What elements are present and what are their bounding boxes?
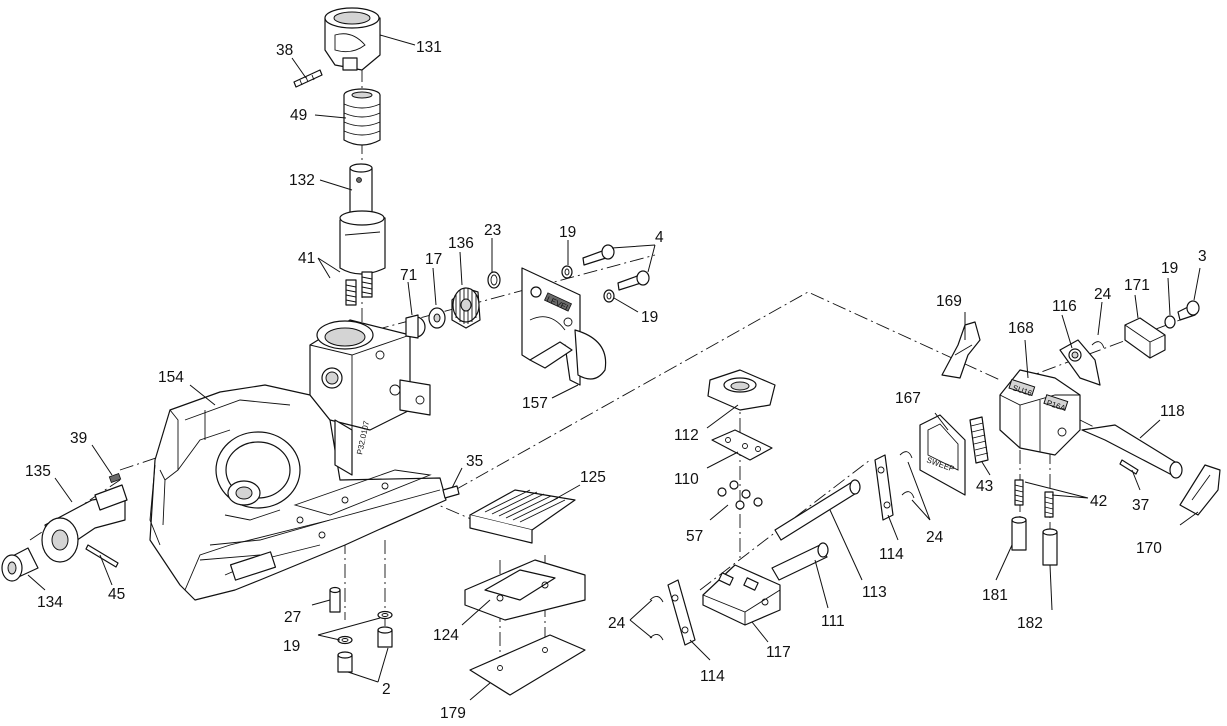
label-169: 169: [936, 293, 962, 310]
screws-2: [337, 626, 393, 673]
bracket-116: [1059, 339, 1101, 386]
label-19-lower: 19: [283, 638, 300, 655]
bushing-71: [405, 314, 426, 339]
washer-17: [428, 307, 446, 329]
label-118: 118: [1160, 403, 1185, 420]
springs-41: [345, 271, 373, 306]
label-111: 111: [821, 613, 845, 630]
roller-135: [41, 484, 128, 563]
label-182: 182: [1017, 615, 1043, 632]
label-19-right: 19: [1161, 260, 1178, 277]
part-number-labels: 131 38 49 132 41 71 17 136 23 19 4 19 15…: [25, 39, 1207, 722]
pin-45: [85, 544, 119, 568]
label-135: 135: [25, 463, 51, 480]
slide-124: [464, 559, 586, 621]
balls-57: [717, 480, 763, 510]
label-42: 42: [1090, 493, 1107, 510]
label-38: 38: [276, 42, 293, 59]
label-134: 134: [37, 594, 63, 611]
plate-114-lower: [667, 579, 696, 646]
pin-37: [1119, 459, 1139, 475]
block-171: [1124, 317, 1166, 359]
label-154: 154: [158, 369, 184, 386]
label-35: 35: [466, 453, 483, 470]
label-27: 27: [284, 609, 301, 626]
piston-132: [339, 163, 386, 275]
label-45: 45: [108, 586, 125, 603]
label-181: 181: [982, 587, 1008, 604]
pin-35: [442, 485, 460, 499]
label-131: 131: [416, 39, 442, 56]
pins-181-182: [1011, 516, 1058, 566]
pin-38: [293, 69, 323, 88]
housing-tower: P32.0107: [309, 319, 431, 476]
label-168: 168: [1008, 320, 1034, 337]
label-125: 125: [580, 469, 606, 486]
lever-169: [941, 321, 981, 379]
spring-49: [343, 88, 381, 146]
plate-110: [711, 429, 773, 461]
label-167: 167: [895, 390, 921, 407]
label-124: 124: [433, 627, 459, 644]
label-17: 17: [425, 251, 442, 268]
label-71: 71: [400, 267, 417, 284]
label-2: 2: [382, 681, 391, 698]
spring-43: [969, 416, 989, 464]
screw-3: [1177, 300, 1200, 321]
jaw-block-168: SU16 P16A: [999, 369, 1081, 456]
label-4: 4: [655, 229, 664, 246]
label-112: 112: [674, 427, 699, 444]
shaft-111: [771, 542, 829, 581]
key-39: [108, 472, 122, 484]
bracket-157: LEVEL: [521, 267, 607, 386]
shaft-118: [1081, 424, 1183, 479]
label-49: 49: [290, 107, 307, 124]
label-116: 116: [1052, 298, 1077, 315]
label-41: 41: [298, 250, 315, 267]
gear-136: [451, 287, 481, 329]
label-24-mid: 24: [926, 529, 944, 546]
label-170: 170: [1136, 540, 1162, 557]
shaft-113: [774, 479, 861, 541]
label-117: 117: [766, 644, 791, 661]
block-117: [702, 564, 781, 626]
label-110: 110: [674, 471, 699, 488]
label-136: 136: [448, 235, 474, 252]
ring-23: [487, 271, 501, 289]
collar-131: [324, 7, 381, 71]
housing-154: [149, 384, 447, 601]
leader-lines: [27, 34, 1201, 701]
label-24-right: 24: [1094, 286, 1112, 303]
label-113: 113: [862, 584, 887, 601]
label-24-left: 24: [608, 615, 626, 632]
springs-42: [1014, 479, 1054, 518]
plate-167: SWEEP: [919, 414, 966, 496]
label-114-lower: 114: [700, 668, 725, 685]
label-179: 179: [440, 705, 466, 722]
washers-19-upper: [561, 265, 615, 303]
label-19-upper: 19: [559, 224, 576, 241]
washer-19-right: [1164, 315, 1176, 329]
plate-125: [469, 489, 576, 544]
pin-27: [329, 586, 341, 613]
plate-114-upper: [874, 454, 894, 521]
label-37: 37: [1132, 497, 1149, 514]
label-57: 57: [686, 528, 703, 545]
plate-179: [469, 634, 586, 696]
label-43: 43: [976, 478, 993, 495]
label-39: 39: [70, 430, 87, 447]
lever-170: [1179, 464, 1221, 516]
label-114-upper: 114: [879, 546, 904, 563]
clamp-112: [707, 369, 776, 411]
washers-19-lower: [337, 610, 393, 645]
label-171: 171: [1124, 277, 1150, 294]
label-157: 157: [522, 395, 548, 412]
screws-4: [582, 244, 650, 291]
label-3: 3: [1198, 248, 1207, 265]
label-23: 23: [484, 222, 501, 239]
label-132: 132: [289, 172, 315, 189]
label-19-mid: 19: [641, 309, 658, 326]
roller-134: [1, 547, 39, 582]
